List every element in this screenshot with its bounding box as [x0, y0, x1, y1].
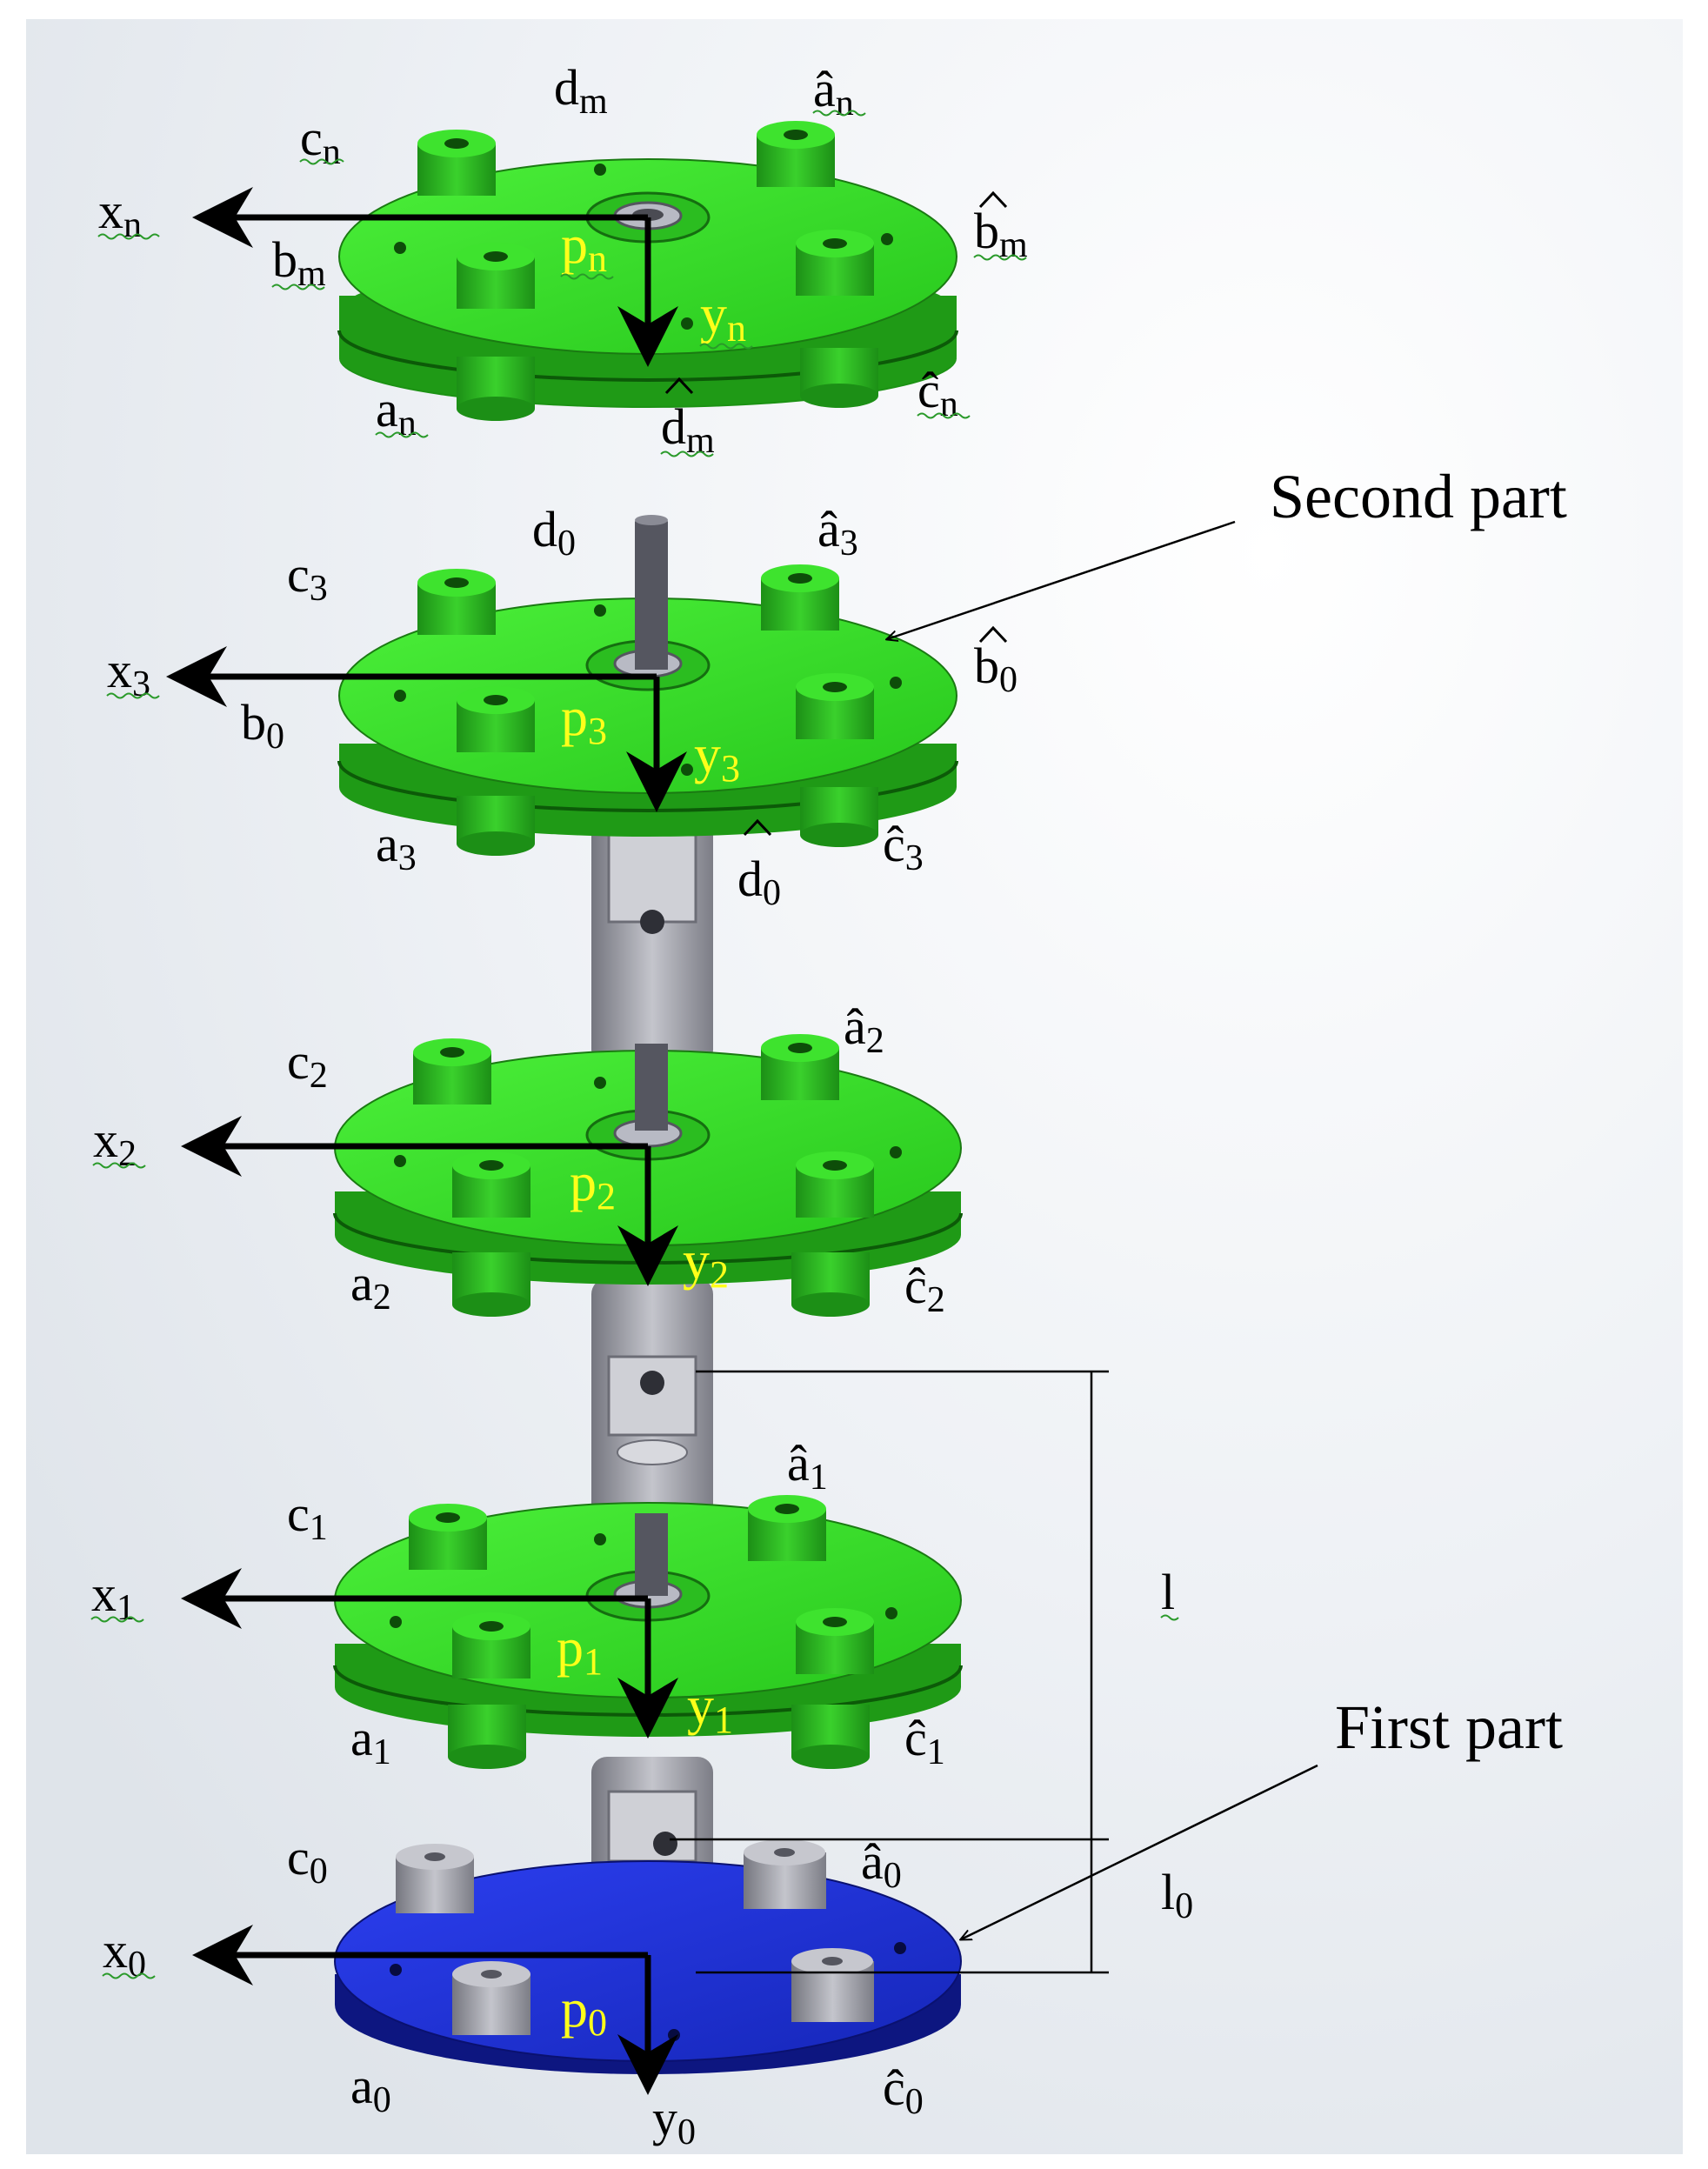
label-y-n: yn: [700, 285, 746, 350]
label-a-1-hat: â1: [787, 1435, 828, 1498]
label-c-3-hat: ĉ3: [883, 816, 924, 878]
label-y-1: y1: [687, 1677, 733, 1741]
label-c-1-hat: ĉ1: [904, 1710, 945, 1772]
label-a-1: a1: [350, 1710, 391, 1772]
label-p-2: p2: [570, 1153, 616, 1218]
label-y-2: y2: [683, 1231, 729, 1296]
label-c-2-hat: ĉ2: [904, 1258, 945, 1320]
label-x-1: x1: [91, 1565, 135, 1628]
label-p-n: pn: [561, 216, 607, 280]
axes-n: [192, 187, 678, 367]
spellcheck-underlines: [90, 110, 1179, 1979]
label-y-3: y3: [694, 725, 740, 790]
hat-b-0: [978, 625, 1008, 644]
label-a-3-hat: â3: [817, 501, 858, 564]
label-c-1: c1: [287, 1485, 328, 1548]
label-l: l: [1161, 1564, 1175, 1620]
label-b-m-hat: bm: [974, 203, 1028, 265]
label-a-0-hat: â0: [861, 1833, 902, 1896]
label-y-0: y0: [652, 2090, 696, 2152]
label-p-0: p0: [561, 1979, 607, 2044]
shaft-disc3: [635, 515, 668, 670]
label-a-2-hat: â2: [844, 998, 884, 1061]
label-b-0-hat: b0: [974, 637, 1017, 700]
axes-3: [166, 646, 687, 812]
hat-b-m: [978, 190, 1008, 209]
label-a-3: a3: [376, 816, 417, 878]
axes-2: [181, 1116, 678, 1286]
shaft-disc2: [635, 1044, 668, 1131]
callout-arrows: [887, 520, 1318, 1939]
label-b-m: bm: [272, 231, 326, 294]
label-d-0: d0: [532, 501, 576, 564]
label-b-0: b0: [241, 694, 284, 757]
label-c-2: c2: [287, 1033, 328, 1096]
label-p-1: p1: [557, 1618, 603, 1683]
label-p-3: p3: [561, 688, 607, 752]
second-part-label: Second part: [1270, 462, 1567, 531]
label-d-0-hat: d0: [737, 851, 781, 913]
label-d-m: dm: [554, 59, 608, 122]
pegs-disc-n: [417, 121, 878, 421]
first-part-leader: [961, 1764, 1318, 1939]
label-c-0-hat: ĉ0: [883, 2059, 924, 2122]
second-part-leader: [887, 520, 1236, 639]
label-x-3: x3: [107, 642, 150, 704]
hat-d-0: [743, 818, 772, 837]
hat-d-m: [664, 377, 694, 395]
label-a-0: a0: [350, 2058, 391, 2120]
label-a-2: a2: [350, 1255, 391, 1318]
shaft-disc1: [635, 1513, 668, 1596]
label-l-0: l0: [1161, 1864, 1193, 1926]
dimension-lines: [670, 1370, 1109, 1974]
label-c-0: c0: [287, 1829, 328, 1892]
first-part-label: First part: [1335, 1692, 1563, 1762]
label-c-3: c3: [287, 546, 328, 609]
axes-0: [192, 1925, 678, 2095]
label-d-m-hat: dm: [661, 398, 715, 461]
axes-1: [181, 1568, 678, 1739]
